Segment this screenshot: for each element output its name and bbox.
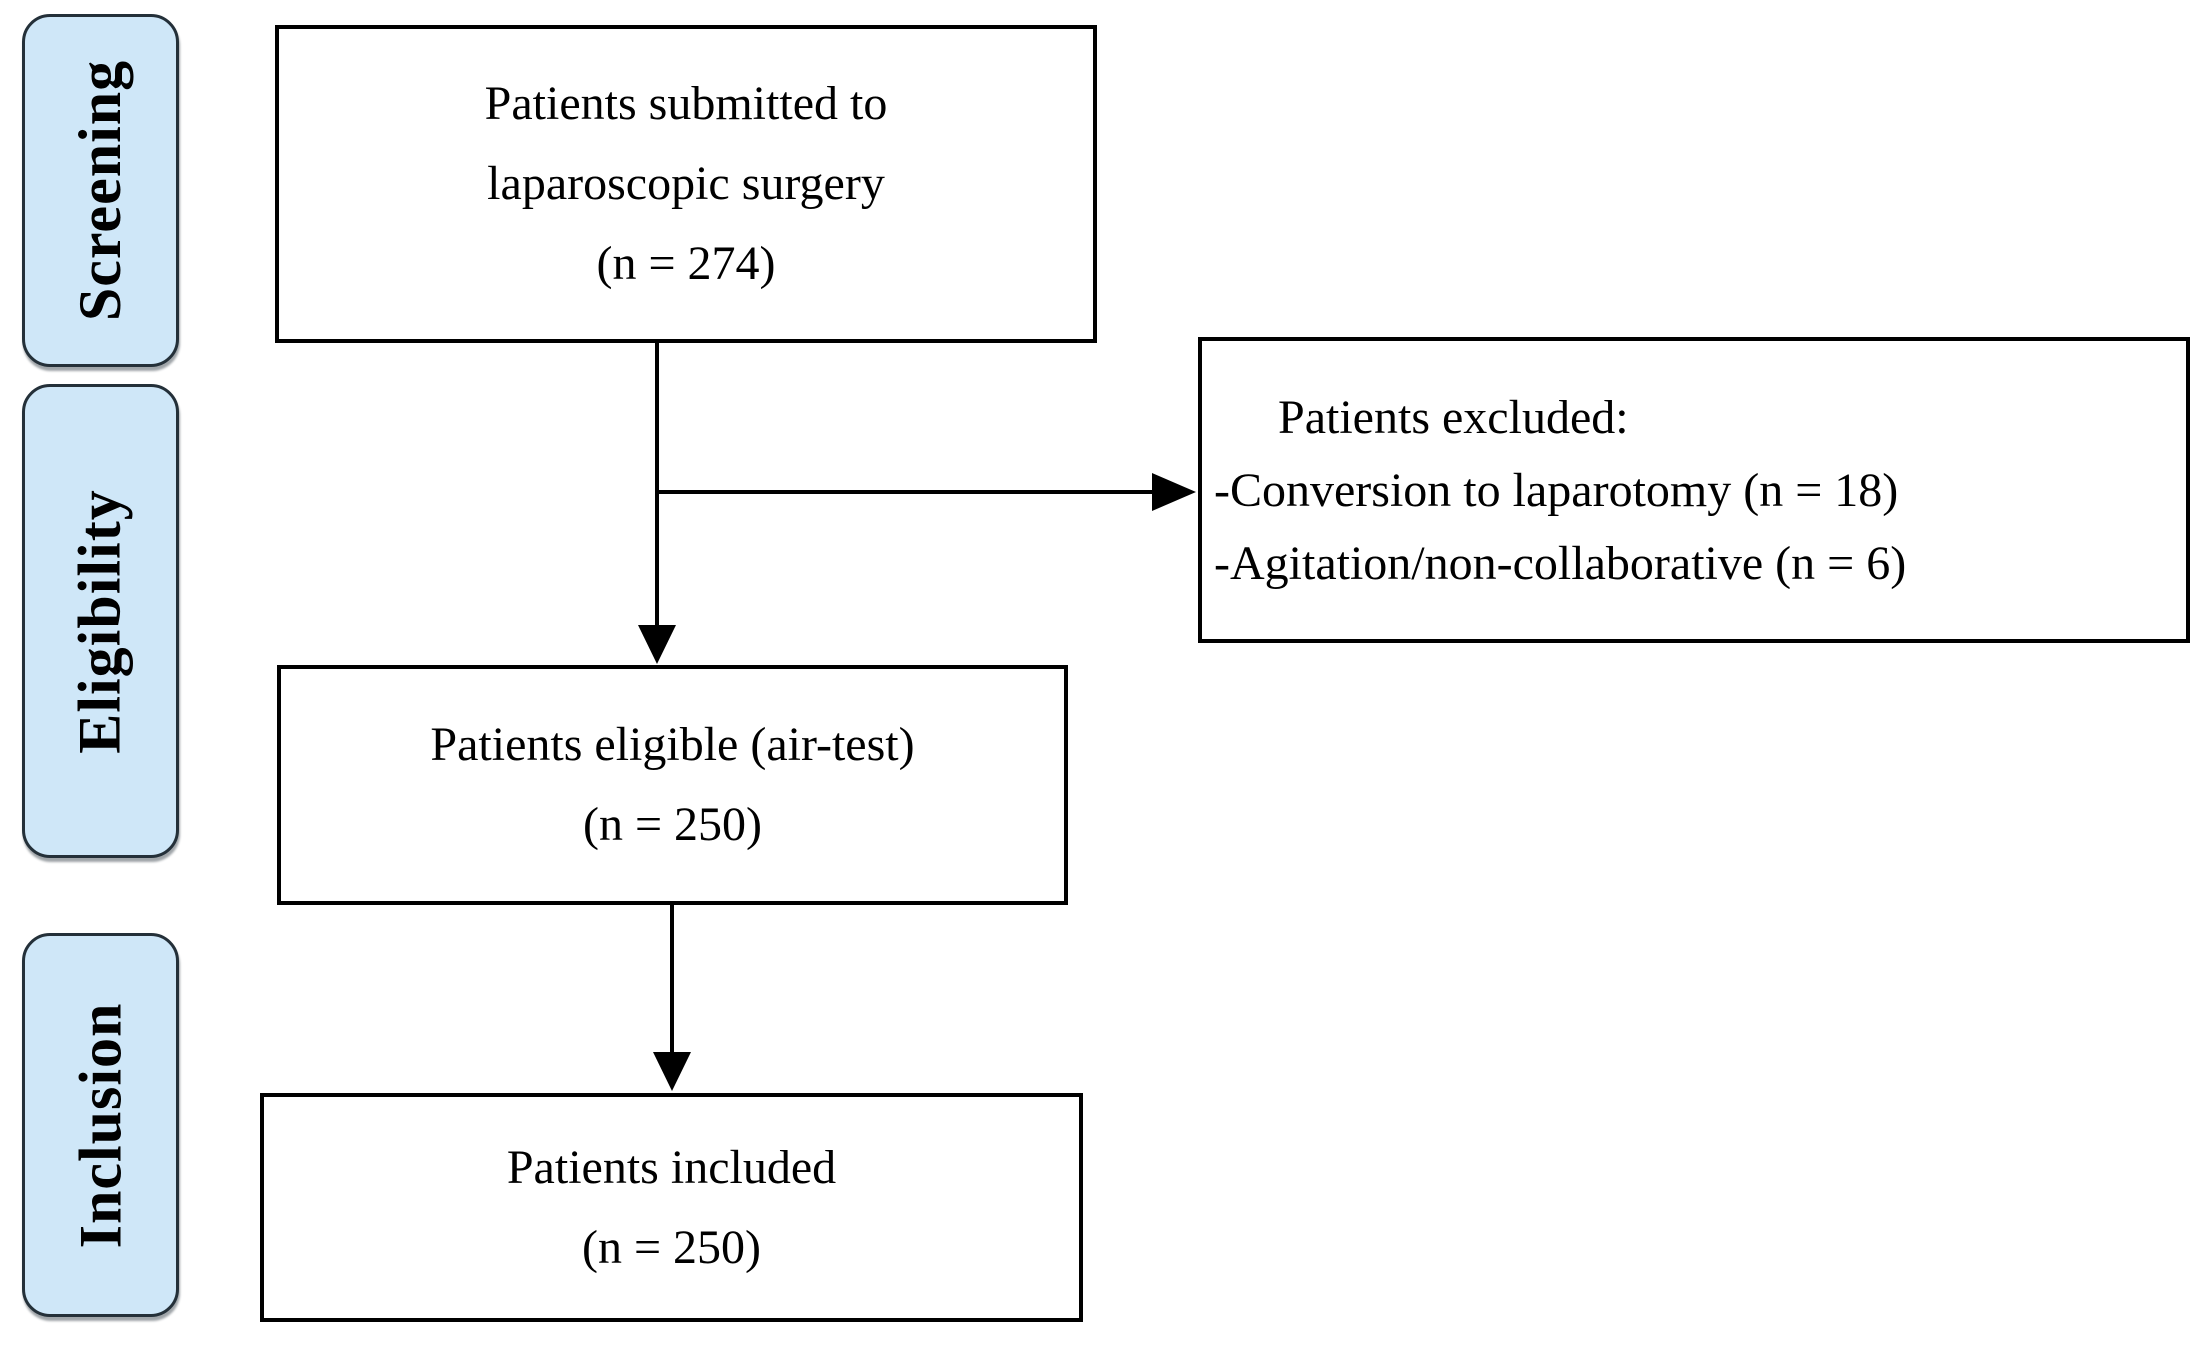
stage-inclusion-label: Inclusion bbox=[67, 1002, 133, 1248]
arrow-submitted-to-eligible-head bbox=[638, 625, 676, 664]
stage-screening: Screening bbox=[22, 14, 179, 367]
box-patients-eligible: Patients eligible (air-test) (n = 250) bbox=[277, 665, 1068, 905]
box-patients-included-line-1: Patients included bbox=[506, 1140, 837, 1194]
box-patients-submitted-count: (n = 274) bbox=[596, 237, 776, 290]
box-patients-submitted-line-2: laparoscopic surgery bbox=[487, 157, 885, 210]
stage-eligibility-label: Eligibility bbox=[67, 488, 134, 754]
box-patients-excluded-header: Patients excluded: bbox=[1278, 390, 1629, 444]
box-patients-excluded-reason-2: -Agitation/non-collaborative (n = 6) bbox=[1214, 536, 1907, 590]
box-patients-excluded: Patients excluded: -Conversion to laparo… bbox=[1198, 337, 2190, 643]
arrow-eligible-to-included-head bbox=[653, 1052, 691, 1091]
stage-inclusion: Inclusion bbox=[22, 933, 179, 1317]
stage-eligibility: Eligibility bbox=[22, 384, 179, 858]
box-patients-included-count: (n = 250) bbox=[581, 1220, 762, 1274]
box-patients-eligible-line-1: Patients eligible (air-test) bbox=[430, 718, 915, 771]
arrow-branch-to-excluded-head bbox=[1152, 473, 1196, 511]
box-patients-included: Patients included (n = 250) bbox=[260, 1093, 1083, 1322]
box-patients-excluded-reason-1: -Conversion to laparotomy (n = 18) bbox=[1214, 463, 1899, 517]
box-patients-submitted: Patients submitted to laparoscopic surge… bbox=[275, 25, 1097, 343]
box-patients-submitted-line-1: Patients submitted to bbox=[484, 77, 888, 130]
box-patients-eligible-count: (n = 250) bbox=[582, 798, 763, 851]
stage-screening-label: Screening bbox=[67, 59, 133, 322]
